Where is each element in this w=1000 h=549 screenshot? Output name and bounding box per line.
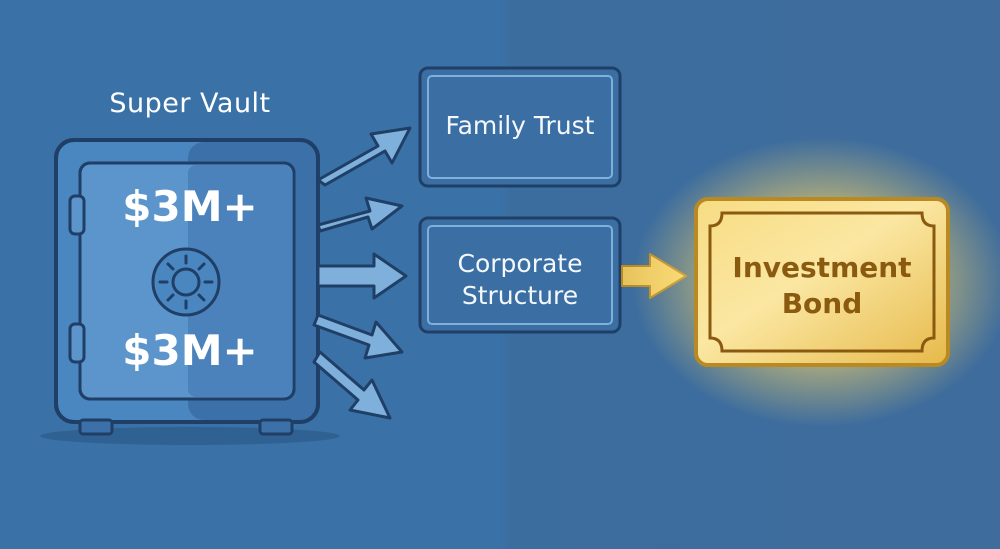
- corporate-structure-line1: Corporate: [457, 249, 583, 278]
- vault-title: Super Vault: [109, 88, 271, 119]
- vault-arrows: [312, 126, 412, 420]
- vault-amount-top: $3M+: [122, 182, 258, 231]
- arrow-up-1: [316, 196, 404, 233]
- arrow-straight: [316, 252, 408, 300]
- family-trust-box: [418, 66, 622, 188]
- investment-bond-line1: Investment: [732, 251, 912, 284]
- vault-hinge-bottom: [68, 322, 86, 364]
- investment-bond-certificate: [694, 197, 950, 367]
- vault-hinge-top: [68, 194, 86, 236]
- corporate-structure-line2: Structure: [461, 281, 579, 310]
- investment-bond-label: Investment Bond: [700, 250, 944, 322]
- vault-foot-right: [258, 418, 294, 436]
- corporate-structure-box: [418, 216, 622, 334]
- arrow-down-1: [312, 313, 404, 360]
- investment-bond-line2: Bond: [781, 287, 863, 320]
- vault-foot-left: [78, 418, 114, 436]
- arrow-up-2: [316, 126, 412, 187]
- corporate-structure-label: Corporate Structure: [424, 248, 616, 312]
- family-trust-label: Family Trust: [445, 111, 595, 140]
- vault: [54, 138, 320, 436]
- arrow-down-2: [312, 350, 392, 420]
- vault-dial-icon: [151, 247, 221, 317]
- vault-amount-bottom: $3M+: [122, 326, 258, 375]
